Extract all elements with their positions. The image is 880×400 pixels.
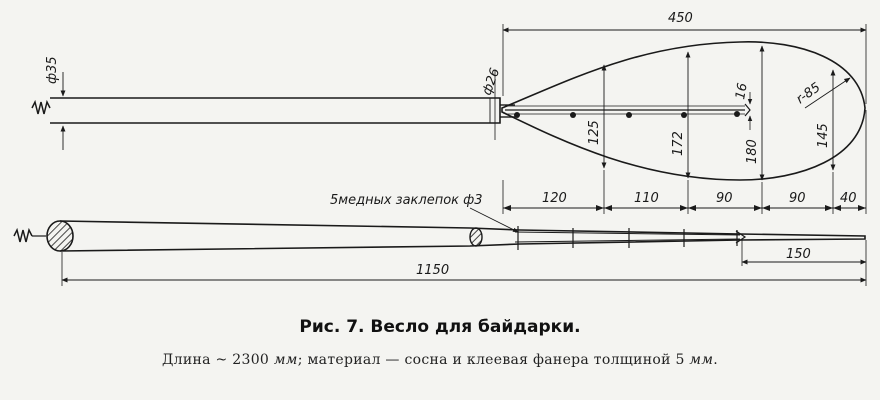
dim-150: 150 — [786, 247, 811, 262]
shaft-top — [50, 97, 501, 124]
break-symbol-top — [31, 99, 51, 115]
dim-seg-120: 120 — [542, 191, 567, 206]
shaft-side — [59, 220, 866, 252]
shaft-section — [46, 220, 74, 252]
blade-outline — [501, 41, 866, 181]
dim-shaft-diameter: ф35 — [45, 56, 60, 84]
rivets-top — [514, 111, 740, 118]
dim-width-172: 172 — [671, 131, 686, 156]
figure-description: Длина ~ 2300 мм; материал — сосна и клее… — [161, 352, 719, 368]
dim-seg-110: 110 — [634, 191, 659, 206]
neck-section — [469, 227, 483, 247]
dim-width-145: 145 — [816, 123, 831, 148]
dim-tip-radius: r-85 — [794, 80, 824, 107]
figure-caption: Рис. 7. Весло для байдарки. — [299, 317, 581, 337]
dim-seg-40: 40 — [840, 191, 857, 206]
dim-seg-90a: 90 — [716, 191, 733, 206]
dim-seg-90b: 90 — [789, 191, 806, 206]
dim-rib-width: 16 — [733, 82, 751, 101]
paddle-drawing: 450 ф35 ф26 16 r-85 125 172 180 145 120 … — [13, 11, 867, 286]
rivet-callout: 5медных заклепок ф3 — [330, 193, 483, 208]
break-symbol-side — [13, 227, 33, 243]
dim-width-180: 180 — [745, 139, 760, 164]
dim-450: 450 — [668, 11, 693, 26]
dim-1150: 1150 — [416, 263, 449, 278]
dim-neck-diameter: ф26 — [480, 66, 504, 97]
dim-width-125: 125 — [587, 120, 602, 145]
rivets-side — [517, 226, 738, 250]
